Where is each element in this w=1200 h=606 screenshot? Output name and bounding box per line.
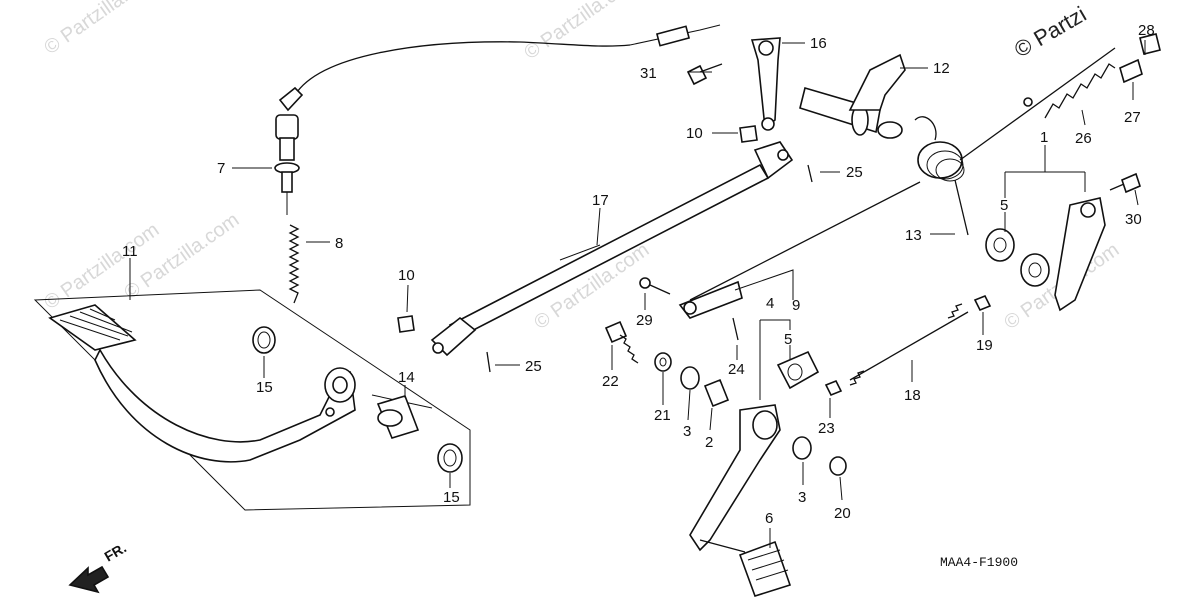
bolt-31	[686, 63, 723, 86]
leader-lines	[129, 40, 1146, 548]
watermark: © Partzilla.com	[120, 209, 243, 304]
callout-5[interactable]: 5	[1000, 197, 1008, 214]
callout-10[interactable]: 10	[398, 267, 415, 284]
brake-rod-17	[430, 141, 794, 357]
callout-3[interactable]: 3	[798, 489, 806, 506]
callout-9[interactable]: 9	[792, 297, 800, 314]
watermark: © Partzilla.com	[520, 0, 643, 64]
callout-15[interactable]: 15	[443, 489, 460, 506]
shift-rod-9	[678, 181, 921, 319]
brake-pedal	[48, 304, 356, 463]
callout-2[interactable]: 2	[705, 434, 713, 451]
callout-27[interactable]: 27	[1124, 109, 1141, 126]
dust-seals-15	[252, 326, 463, 473]
shift-arm-1	[985, 172, 1141, 312]
callout-21[interactable]: 21	[654, 407, 671, 424]
callout-20[interactable]: 20	[834, 505, 851, 522]
callout-18[interactable]: 18	[904, 387, 921, 404]
cotter-pins-25	[486, 164, 813, 373]
arrow-icon	[68, 565, 110, 594]
long-rod-with-spring	[959, 33, 1161, 161]
spring-13	[914, 116, 969, 236]
callout-13[interactable]: 13	[905, 227, 922, 244]
callouts: 1 2 3 3 4 5 5 6 7 8 9 10 10 11 12 13 14 …	[122, 22, 1155, 527]
callout-4[interactable]: 4	[766, 295, 774, 312]
callout-12[interactable]: 12	[933, 60, 950, 77]
watermark: © Partzilla.com	[40, 0, 163, 59]
brake-switch-cable	[274, 24, 721, 215]
rod-end-5	[776, 350, 820, 390]
washer-21	[654, 352, 672, 372]
callout-22[interactable]: 22	[602, 373, 619, 390]
pedal-bushing-14	[376, 395, 420, 439]
pins-10	[397, 125, 758, 333]
callout-14[interactable]: 14	[398, 369, 415, 386]
callout-30[interactable]: 30	[1125, 211, 1142, 228]
callout-8[interactable]: 8	[335, 235, 343, 252]
callout-28[interactable]: 28	[1138, 22, 1155, 39]
callout-5[interactable]: 5	[784, 331, 792, 348]
tie-rod-18	[849, 303, 969, 386]
callout-17[interactable]: 17	[592, 192, 609, 209]
bolt-29	[639, 277, 671, 295]
shift-spindle-12	[799, 53, 906, 139]
callout-3[interactable]: 3	[683, 423, 691, 440]
callout-19[interactable]: 19	[976, 337, 993, 354]
callout-31[interactable]: 31	[640, 65, 657, 82]
diagram-code: MAA4-F1900	[940, 555, 1018, 570]
callout-11[interactable]: 11	[122, 243, 138, 260]
watermark-corner: © Partzi	[1010, 1, 1091, 62]
bushings-2-3	[680, 366, 812, 460]
watermark: © Partzilla.com	[40, 219, 163, 314]
arm-16	[750, 37, 781, 131]
callout-7[interactable]: 7	[217, 160, 225, 177]
callout-25[interactable]: 25	[525, 358, 542, 375]
callout-6[interactable]: 6	[765, 510, 773, 527]
callout-29[interactable]: 29	[636, 312, 653, 329]
direction-label: FR.	[102, 539, 130, 564]
callout-10[interactable]: 10	[686, 125, 703, 142]
callout-23[interactable]: 23	[818, 420, 835, 437]
front-direction-arrow: FR.	[68, 539, 130, 594]
nuts-19-23-20	[824, 294, 992, 476]
return-spring-8	[288, 224, 300, 304]
bolt-22	[604, 320, 639, 364]
callout-16[interactable]: 16	[810, 35, 827, 52]
callout-26[interactable]: 26	[1075, 130, 1092, 147]
pin-24	[732, 317, 739, 341]
shift-pedal-6	[689, 404, 792, 597]
callout-15[interactable]: 15	[256, 379, 273, 396]
callout-24[interactable]: 24	[728, 361, 745, 378]
callout-1[interactable]: 1	[1040, 129, 1048, 146]
callout-25[interactable]: 25	[846, 164, 863, 181]
